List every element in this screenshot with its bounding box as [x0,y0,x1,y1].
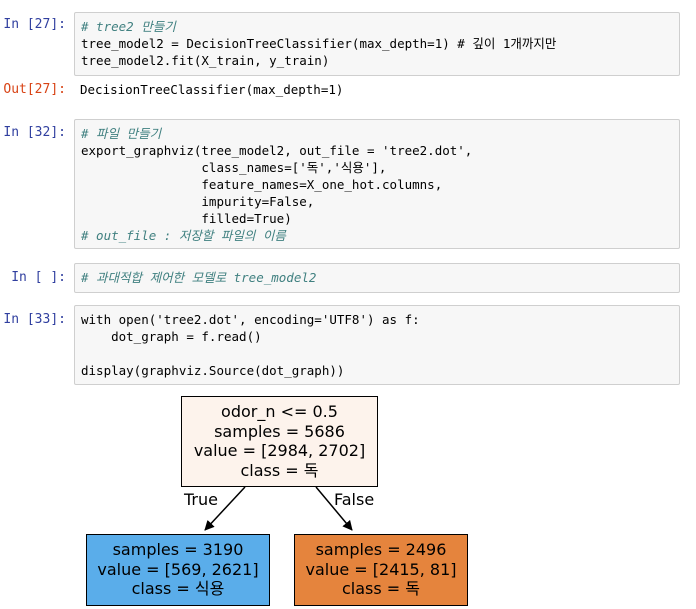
code-line: with open('tree2.dot', encoding='UTF8') … [81,312,420,327]
input-prompt: In [ ]: [11,270,66,285]
code-editor[interactable]: # 과대적합 제어한 모델로 tree_model2 [74,263,680,293]
edge-false [315,486,353,531]
code-editor[interactable]: # 파일 만들기 export_graphviz(tree_model2, ou… [74,119,680,249]
node-line: samples = 5686 [214,421,345,441]
output-text: DecisionTreeClassifier(max_depth=1) [80,82,344,97]
output-prompt: Out[27]: [3,82,66,97]
code-line: tree_model2 = DecisionTreeClassifier(max… [81,36,557,51]
node-line: samples = 3190 [112,540,244,559]
tree-node-right: samples = 2496 value = [2415, 81] class … [294,534,468,606]
code-editor[interactable]: # tree2 만들기 tree_model2 = DecisionTreeCl… [74,12,680,76]
code-line: # 파일 만들기 [81,126,162,141]
code-line: tree_model2.fit(X_train, y_train) [81,53,330,68]
code-line: feature_names=X_one_hot.columns, [81,177,443,192]
node-line: class = 독 [341,579,421,598]
node-line: samples = 2496 [315,540,447,559]
code-line: class_names=['독','식용'], [81,160,387,175]
edge-true [204,486,246,531]
node-line: class = 식용 [131,579,225,598]
node-line: class = 독 [240,460,319,480]
node-line: value = [2984, 2702] [193,441,366,460]
code-line: # out_file : 저장할 파일의 이름 [81,228,286,243]
edge-label-true: True [184,490,218,509]
edge-label-false: False [334,490,375,509]
node-line: odor_n <= 0.5 [221,402,338,421]
code-line: # tree2 만들기 [81,19,176,34]
node-line: value = [569, 2621] [97,559,259,579]
code-line: impurity=False, [81,194,315,209]
node-line: value = [2415, 81] [305,559,457,579]
input-prompt: In [33]: [3,312,66,327]
input-prompt: In [27]: [3,17,66,32]
tree-node-root: odor_n <= 0.5 samples = 5686 value = [29… [181,396,378,487]
code-line: display(graphviz.Source(dot_graph)) [81,363,345,378]
code-line: # 과대적합 제어한 모델로 tree_model2 [81,270,317,285]
code-line: export_graphviz(tree_model2, out_file = … [81,143,473,158]
tree-node-left: samples = 3190 value = [569, 2621] class… [86,534,270,606]
code-editor[interactable]: with open('tree2.dot', encoding='UTF8') … [74,305,680,385]
input-prompt: In [32]: [3,125,66,140]
code-line: filled=True) [81,211,292,226]
code-line: dot_graph = f.read() [81,329,262,344]
